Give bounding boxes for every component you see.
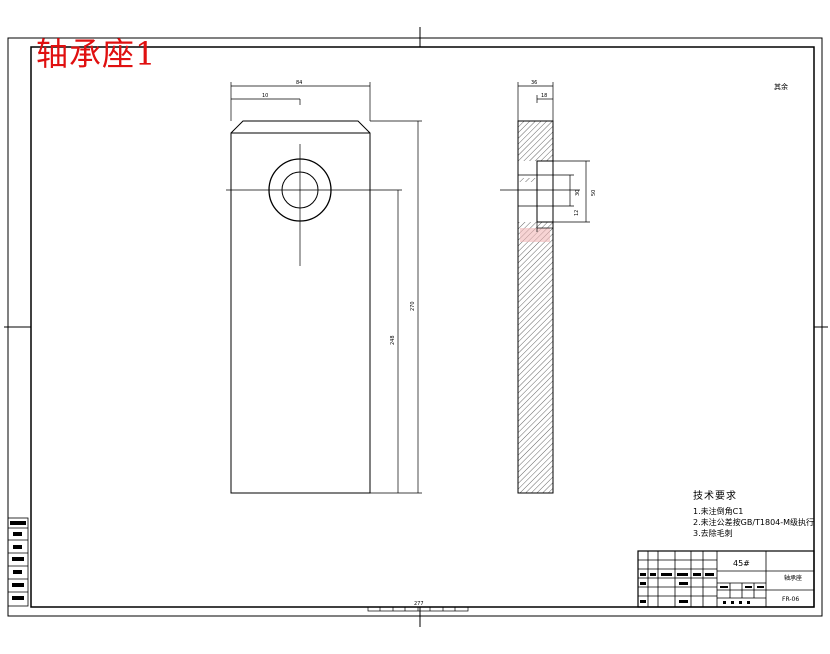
dim-front-width: 84	[296, 80, 302, 86]
tech-requirement-3: 3.去除毛刺	[693, 529, 733, 538]
side-hatch-lower	[518, 222, 553, 493]
dim-front-chamfer: 10	[262, 93, 268, 99]
front-view	[230, 120, 371, 494]
tech-requirements-heading: 技术要求	[693, 491, 737, 502]
title-block	[637, 550, 815, 608]
side-view	[500, 120, 580, 494]
front-view-outline	[230, 120, 371, 494]
title-block-material: 45#	[733, 559, 750, 568]
drawing-title: 轴承座1	[36, 35, 157, 73]
technical-requirements: 技术要求 1.未注倒角C1 2.未注公差按GB/T1804-M级执行 3.去除毛…	[693, 487, 814, 539]
side-boss-outline	[537, 160, 554, 223]
left-strip-labels	[10, 521, 26, 600]
side-hatch-mid	[518, 178, 537, 182]
title-block-marks	[640, 573, 764, 604]
front-center-lines	[226, 144, 370, 266]
dim-side-depth: 12	[574, 210, 580, 216]
dim-bottom: 277	[414, 601, 424, 607]
dim-side-boss: 18	[541, 93, 547, 99]
side-dimensions	[517, 82, 590, 232]
front-dimensions	[230, 82, 422, 494]
dim-front-hole-height: 248	[390, 335, 396, 345]
left-side-strip	[7, 517, 29, 607]
tech-requirement-1: 1.未注倒角C1	[693, 507, 744, 516]
title-block-part-name: 轴承座	[784, 574, 802, 582]
side-hatch-tint	[520, 228, 550, 242]
dim-side-width: 36	[531, 80, 537, 86]
bottom-scale-strip	[367, 606, 469, 612]
centering-marks	[4, 27, 828, 627]
tech-requirement-2: 2.未注公差按GB/T1804-M级执行	[693, 518, 815, 527]
dim-front-height: 270	[410, 301, 416, 311]
title-block-drawing-no: FR-06	[782, 596, 799, 603]
surface-finish-note: 其余	[774, 83, 788, 91]
side-hatch-top	[518, 121, 553, 161]
dim-side-counterbore: 50	[591, 190, 597, 196]
dim-side-bore: 30	[575, 190, 581, 196]
